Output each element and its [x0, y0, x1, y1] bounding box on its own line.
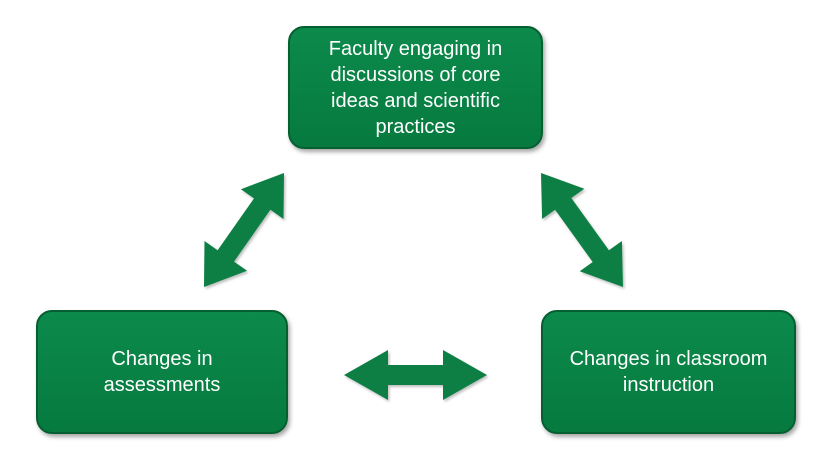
bidirectional-arrow-top-left	[204, 173, 284, 287]
node-assessments: Changes in assessments	[36, 310, 288, 434]
node-classroom-instruction-label: Changes in classroom instruction	[569, 348, 768, 396]
node-classroom-instruction: Changes in classroom instruction	[541, 310, 796, 434]
node-faculty-discussions-label: Faculty engaging in discussions of core …	[328, 37, 503, 138]
bidirectional-arrow-left-right	[344, 350, 487, 400]
node-assessments-label: Changes in assessments	[103, 348, 221, 396]
bidirectional-arrow-top-right	[541, 173, 623, 287]
node-faculty-discussions: Faculty engaging in discussions of core …	[288, 26, 543, 149]
